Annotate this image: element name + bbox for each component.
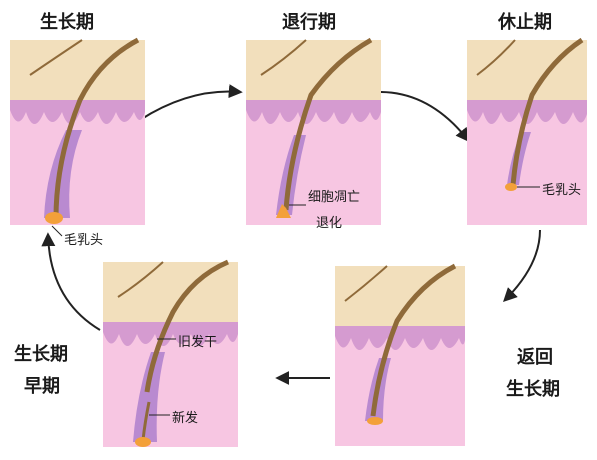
stage-title-return-line2: 生长期 xyxy=(506,379,560,400)
stage-title-growth: 生长期 xyxy=(40,12,94,33)
papilla-return xyxy=(367,417,383,425)
stage-title-telogen: 休止期 xyxy=(498,12,552,33)
stage-title-return-line1: 返回 xyxy=(517,347,553,368)
panel-growth xyxy=(10,37,145,225)
arrow-growth-to-catagen xyxy=(139,84,243,121)
annotation-apoptosis: 细胞凋亡 xyxy=(308,190,361,205)
panel-catagen xyxy=(246,37,381,225)
leader-papilla-growth xyxy=(51,225,63,237)
arrow-telogen-to-return xyxy=(503,229,541,302)
arrow-early-to-growth xyxy=(41,232,101,331)
stage-title-catagen: 退行期 xyxy=(282,12,336,33)
papilla-early xyxy=(135,437,151,447)
papilla-catagen xyxy=(276,204,291,218)
annotation-new-hair: 新发 xyxy=(172,411,199,426)
annotation-degeneration: 退化 xyxy=(316,216,343,231)
papilla-growth xyxy=(45,212,63,224)
panel-telogen xyxy=(467,37,587,225)
annotation-old-shaft: 旧发干 xyxy=(178,335,218,350)
papilla-telogen xyxy=(505,183,517,191)
stage-title-early-line1: 生长期 xyxy=(14,344,68,365)
arrow-catagen-to-telogen xyxy=(379,91,470,143)
annotation-papilla-telogen: 毛乳头 xyxy=(542,183,582,198)
annotation-papilla-growth: 毛乳头 xyxy=(64,233,104,248)
stage-title-early-line2: 早期 xyxy=(24,376,60,397)
panel-early-growth xyxy=(103,259,238,447)
panel-return-growth xyxy=(335,263,465,446)
